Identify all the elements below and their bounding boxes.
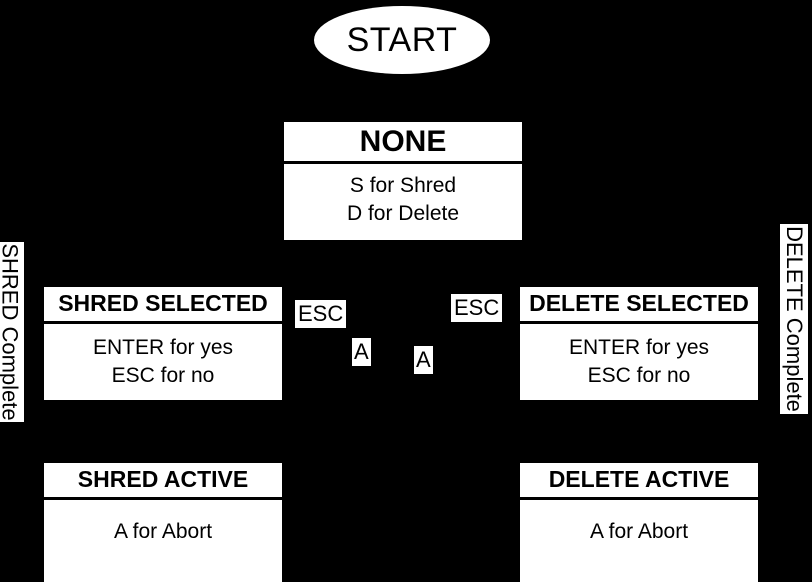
state-body-shred-active: A for Abort [44,500,282,582]
state-box-delete-active[interactable]: DELETE ACTIVE A for Abort [520,463,758,582]
state-body-line: ENTER for yes [568,335,710,359]
edge-label-a-right: A [414,346,433,374]
state-box-shred-selected[interactable]: SHRED SELECTED ENTER for yes ESC for no [44,287,282,400]
state-body-none: S for Shred D for Delete [284,164,522,240]
state-title-delete-selected: DELETE SELECTED [520,287,758,324]
edge-label-esc-left: ESC [295,300,347,328]
state-body-line: A for Abort [113,519,213,543]
state-body-line: ESC for no [111,363,215,387]
edge-label-esc-right: ESC [451,294,503,322]
state-title-delete-active: DELETE ACTIVE [520,463,758,500]
state-title-shred-active: SHRED ACTIVE [44,463,282,500]
state-body-shred-selected: ENTER for yes ESC for no [44,324,282,400]
start-node-label: START [346,20,458,59]
state-box-delete-selected[interactable]: DELETE SELECTED ENTER for yes ESC for no [520,287,758,400]
state-body-delete-active: A for Abort [520,500,758,582]
state-body-delete-selected: ENTER for yes ESC for no [520,324,758,400]
edge-label-delete-complete: DELETE Complete [780,224,808,414]
state-body-line: S for Shred [349,174,457,198]
state-body-line: D for Delete [346,202,460,226]
state-box-none[interactable]: NONE S for Shred D for Delete [284,122,522,240]
edge-label-shred-complete-text: SHRED Complete [0,243,23,421]
state-body-line: ESC for no [587,363,691,387]
edge-label-a-left: A [352,338,371,366]
state-title-shred-selected: SHRED SELECTED [44,287,282,324]
start-node[interactable]: START [314,6,490,74]
edge-label-delete-complete-text: DELETE Complete [782,226,808,412]
state-box-shred-active[interactable]: SHRED ACTIVE A for Abort [44,463,282,582]
state-body-line: ENTER for yes [92,335,234,359]
state-body-line: A for Abort [589,519,689,543]
edge-label-shred-complete: SHRED Complete [0,242,24,422]
state-title-none: NONE [284,122,522,165]
